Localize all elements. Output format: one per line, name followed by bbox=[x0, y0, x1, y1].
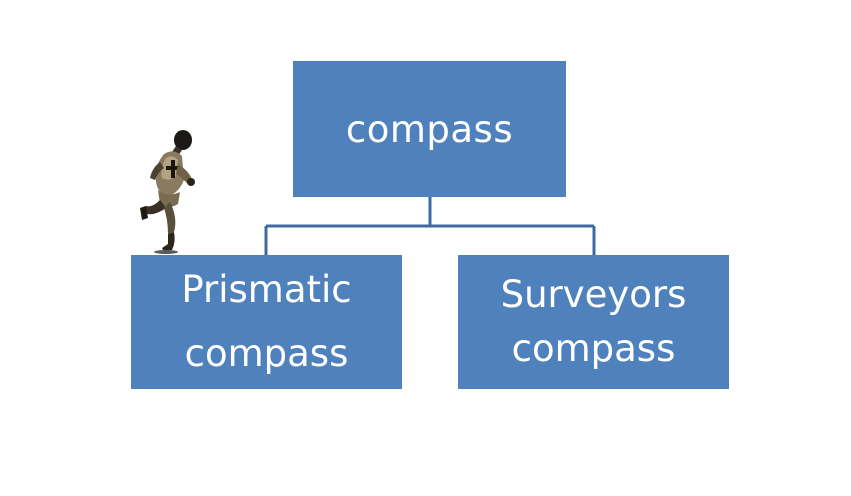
child-node-right-line2: compass bbox=[512, 322, 676, 376]
child-node-left-line2: compass bbox=[185, 322, 349, 386]
child-node-surveyors-compass: Surveyors compass bbox=[458, 255, 729, 389]
root-node-compass: compass bbox=[293, 61, 566, 197]
child-node-left-line1: Prismatic bbox=[181, 258, 351, 322]
child-node-prismatic-compass: Prismatic compass bbox=[131, 255, 402, 389]
root-node-label: compass bbox=[346, 108, 513, 151]
running-man-icon bbox=[138, 128, 198, 254]
child-node-right-line1: Surveyors bbox=[501, 268, 687, 322]
